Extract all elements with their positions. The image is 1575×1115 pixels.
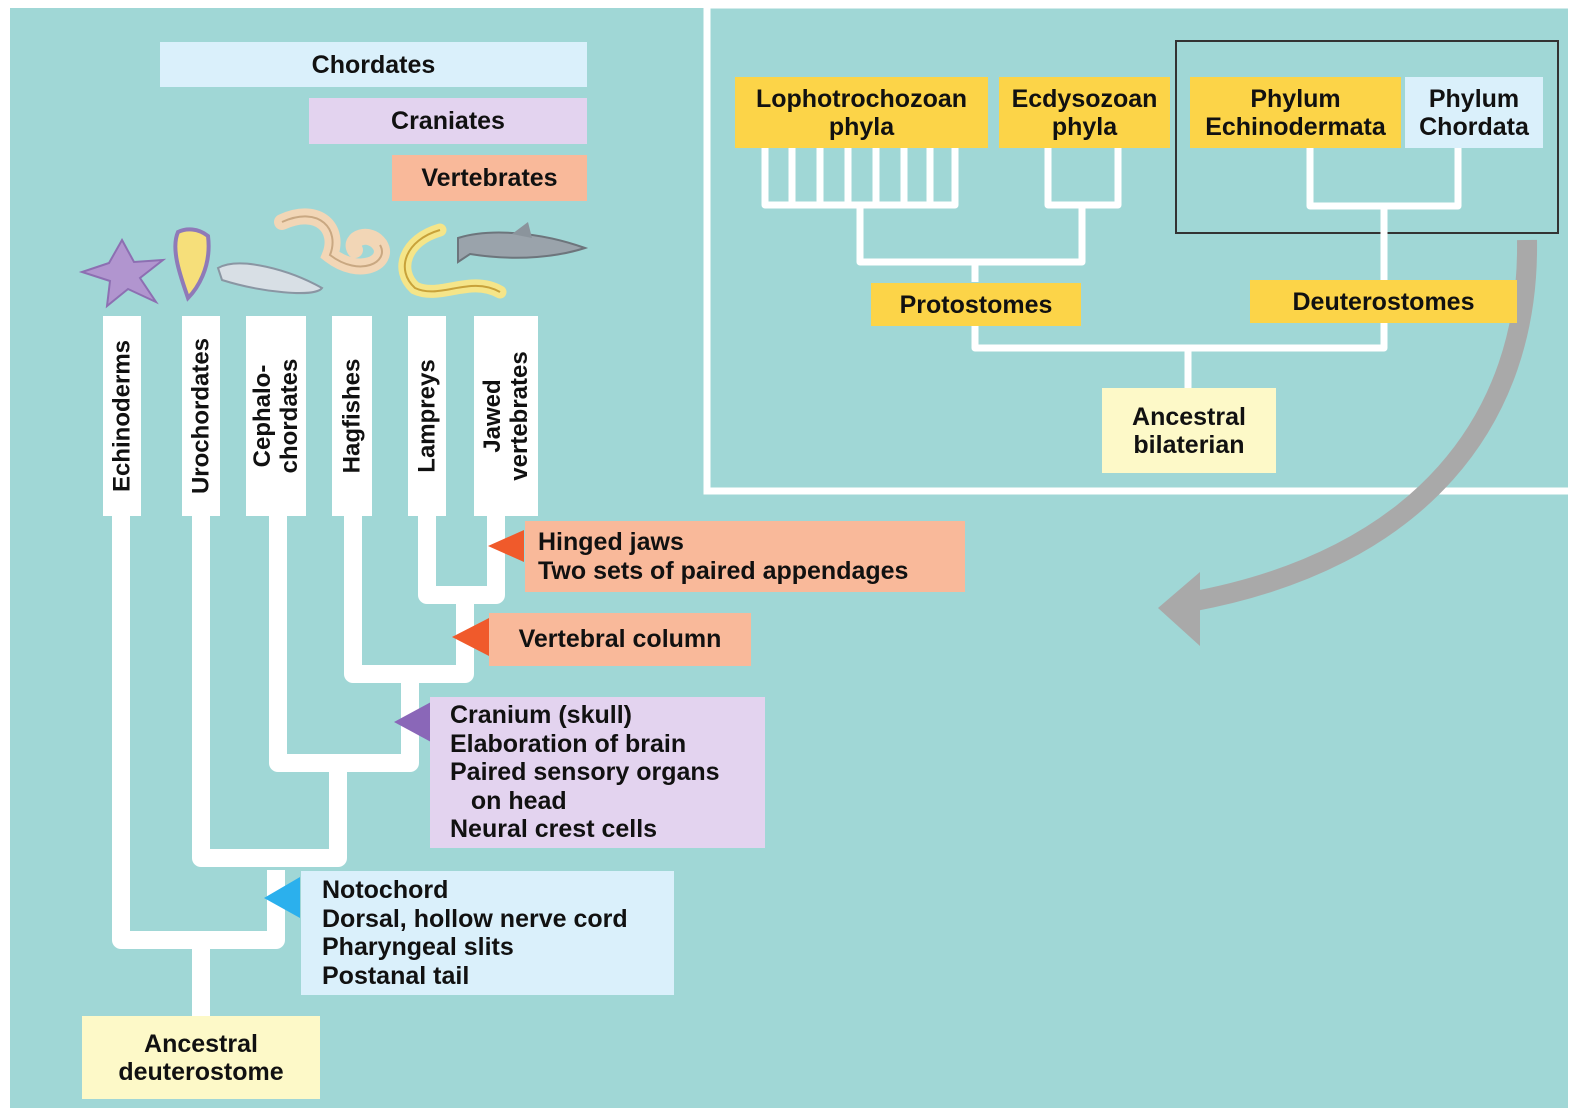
lophotrochozoan-label: Lophotrochozoan phyla: [735, 77, 988, 148]
taxon-cephalochordates-text: Cephalo- chordates: [249, 358, 303, 474]
character-chordate-text: Notochord Dorsal, hollow nerve cord Phar…: [322, 876, 628, 990]
taxon-hagfishes-text: Hagfishes: [338, 358, 366, 474]
branch-lampreys-jawed: [418, 510, 505, 604]
taxon-lampreys: Lampreys: [408, 316, 446, 516]
chordata-label: Phylum Chordata: [1405, 77, 1543, 148]
echinodermata-label: Phylum Echinodermata: [1190, 77, 1401, 148]
taxon-lampreys-text: Lampreys: [413, 359, 441, 473]
clade-vertebrates-label: Vertebrates: [392, 155, 587, 201]
left-tree-branches: [112, 510, 505, 1018]
clade-chordates-label: Chordates: [160, 42, 587, 87]
inset-connector-arrow: [1188, 239, 1538, 612]
character-jaws-text: Hinged jaws Two sets of paired appendage…: [538, 528, 909, 585]
clade-craniates-label: Craniates: [309, 98, 587, 144]
deuterostome-highlight-box: [1175, 40, 1559, 234]
ancestral-deuterostome-box: Ancestral deuterostome: [82, 1016, 320, 1099]
branch-bilaterian-join: [971, 322, 1388, 352]
character-jaws-box: Hinged jaws Two sets of paired appendage…: [525, 521, 965, 592]
character-craniate-box: Cranium (skull) Elaboration of brain Pai…: [430, 697, 765, 848]
character-chordate-box: Notochord Dorsal, hollow nerve cord Phar…: [301, 871, 674, 995]
lancelet-icon: [216, 262, 324, 295]
ecdysozoan-label: Ecdysozoan phyla: [999, 77, 1170, 148]
taxon-cephalochordates: Cephalo- chordates: [246, 316, 306, 516]
taxon-urochordates-text: Urochordates: [187, 337, 215, 495]
shark-icon: [457, 222, 589, 264]
inset-panel-border: [703, 1, 1575, 495]
branch-urochordates: [192, 510, 347, 867]
craniate-marker-icon: [394, 702, 431, 742]
branch-deutero-fork: [1306, 148, 1462, 210]
taxon-echinoderms-text: Echinoderms: [108, 339, 136, 493]
tunicate-icon: [173, 227, 211, 302]
ancestral-bilaterian-box: Ancestral bilaterian: [1102, 388, 1276, 473]
taxon-jawed-vertebrates-text: Jawed vertebrates: [479, 351, 533, 481]
taxon-hagfishes: Hagfishes: [332, 316, 372, 516]
branch-protostome-join: [856, 205, 1086, 266]
starfish-icon: [78, 237, 167, 309]
deuterostomes-label: Deuterostomes: [1250, 280, 1517, 323]
taxon-echinoderms: Echinoderms: [103, 316, 141, 516]
taxon-jawed-vertebrates: Jawed vertebrates: [474, 316, 538, 516]
lamprey-icon: [398, 223, 507, 299]
protostomes-label: Protostomes: [871, 283, 1081, 326]
inset-connector-arrow-head: [1158, 572, 1200, 646]
jaws-marker-icon: [488, 530, 524, 562]
character-vertebral-box: Vertebral column: [489, 613, 751, 666]
hagfish-icon: [274, 208, 390, 275]
vertebral-marker-icon: [452, 618, 489, 656]
character-craniate-text: Cranium (skull) Elaboration of brain Pai…: [450, 701, 720, 844]
branch-ecdyso-fork: [1044, 148, 1122, 209]
taxon-urochordates: Urochordates: [182, 316, 220, 516]
inset-tree-branches: [761, 148, 1462, 390]
chordate-marker-icon: [264, 877, 300, 918]
character-vertebral-text: Vertebral column: [518, 625, 722, 654]
